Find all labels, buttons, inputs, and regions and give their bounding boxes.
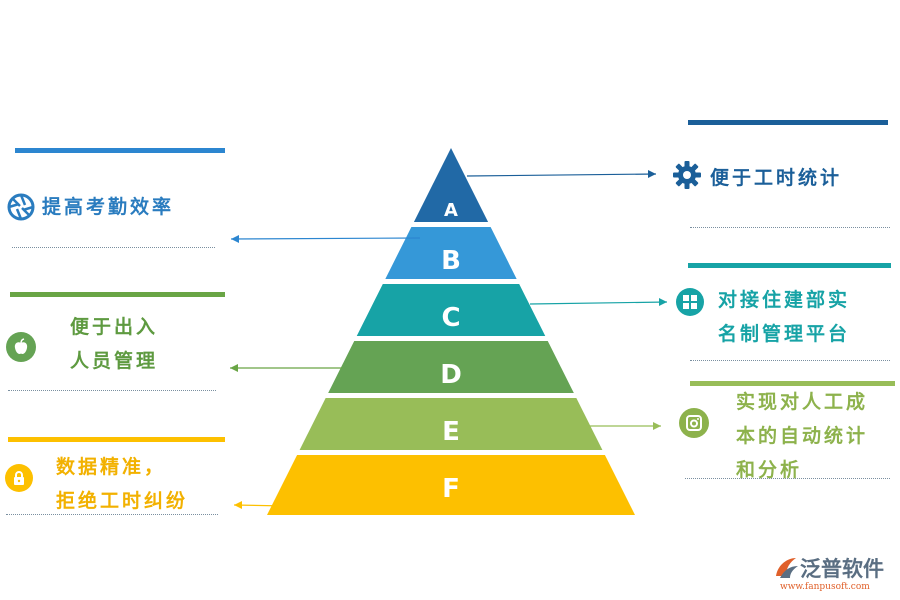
logo-name: 泛普软件 [800, 557, 884, 581]
pyramid-layer-b [385, 227, 517, 279]
left-item-2-text: 便于出入 人员管理 [70, 316, 159, 372]
lock-icon [5, 464, 33, 492]
left-item-1-dotted-line [12, 247, 215, 248]
apple-icon [6, 332, 36, 362]
right-item-1-bar [688, 120, 888, 125]
pyramid-layer-c [356, 284, 546, 336]
layer-letter-c: C [441, 303, 461, 333]
left-item-3-dotted-line [6, 514, 218, 515]
left-item-1-bar [15, 148, 225, 153]
pyramid-layer-d [328, 341, 574, 393]
left-item-2-dotted-line [8, 390, 216, 391]
layer-letter-d: D [440, 360, 462, 390]
arrow-d-left-arrowhead [230, 364, 238, 372]
windows-icon [676, 288, 704, 316]
pyramid-layer-e [299, 398, 603, 450]
arrow-f-left-arrowhead [234, 501, 242, 509]
brand-logo: 泛普软件 www.fanpusoft.com [772, 553, 897, 593]
arrow-b-left-line [230, 237, 421, 240]
arrow-b-left-arrowhead [231, 235, 239, 243]
layer-letter-a: A [444, 200, 458, 221]
arrow-c-right-line [529, 301, 668, 305]
arrow-a-right-line [466, 173, 657, 177]
left-item-3-text: 数据精准， 拒绝工时纠纷 [56, 456, 189, 512]
arrow-a-right-arrowhead [648, 170, 656, 178]
pyramid-layer-a [413, 148, 489, 222]
right-item-3-dotted-line [685, 478, 890, 479]
arrow-c-right-arrowhead [659, 298, 667, 306]
right-item-3-text: 实现对人工成 本的自动统计 和分析 [736, 391, 869, 481]
right-item-3-bar [690, 381, 895, 386]
arrow-e-right-arrowhead [653, 422, 661, 430]
layer-letter-e: E [442, 417, 460, 447]
layer-letter-f: F [442, 474, 460, 504]
layer-letter-b: B [441, 246, 461, 276]
camera-aperture-icon [6, 192, 36, 222]
right-item-1-text: 便于工时统计 [710, 167, 843, 189]
instagram-icon [679, 408, 709, 438]
left-item-2-bar [10, 292, 225, 297]
pyramid-layer-f [267, 455, 635, 515]
right-item-2-bar [688, 263, 891, 268]
right-item-2-text: 对接住建部实 名制管理平台 [718, 289, 851, 345]
fanpu-logo-icon [776, 558, 798, 578]
left-item-1-text: 提高考勤效率 [42, 196, 175, 218]
arrow-f-left-line [233, 504, 287, 507]
gear-icon [672, 160, 702, 190]
logo-url: www.fanpusoft.com [780, 582, 870, 592]
right-item-2-dotted-line [690, 360, 890, 361]
left-item-3-bar [8, 437, 225, 442]
right-item-1-dotted-line [690, 227, 890, 228]
